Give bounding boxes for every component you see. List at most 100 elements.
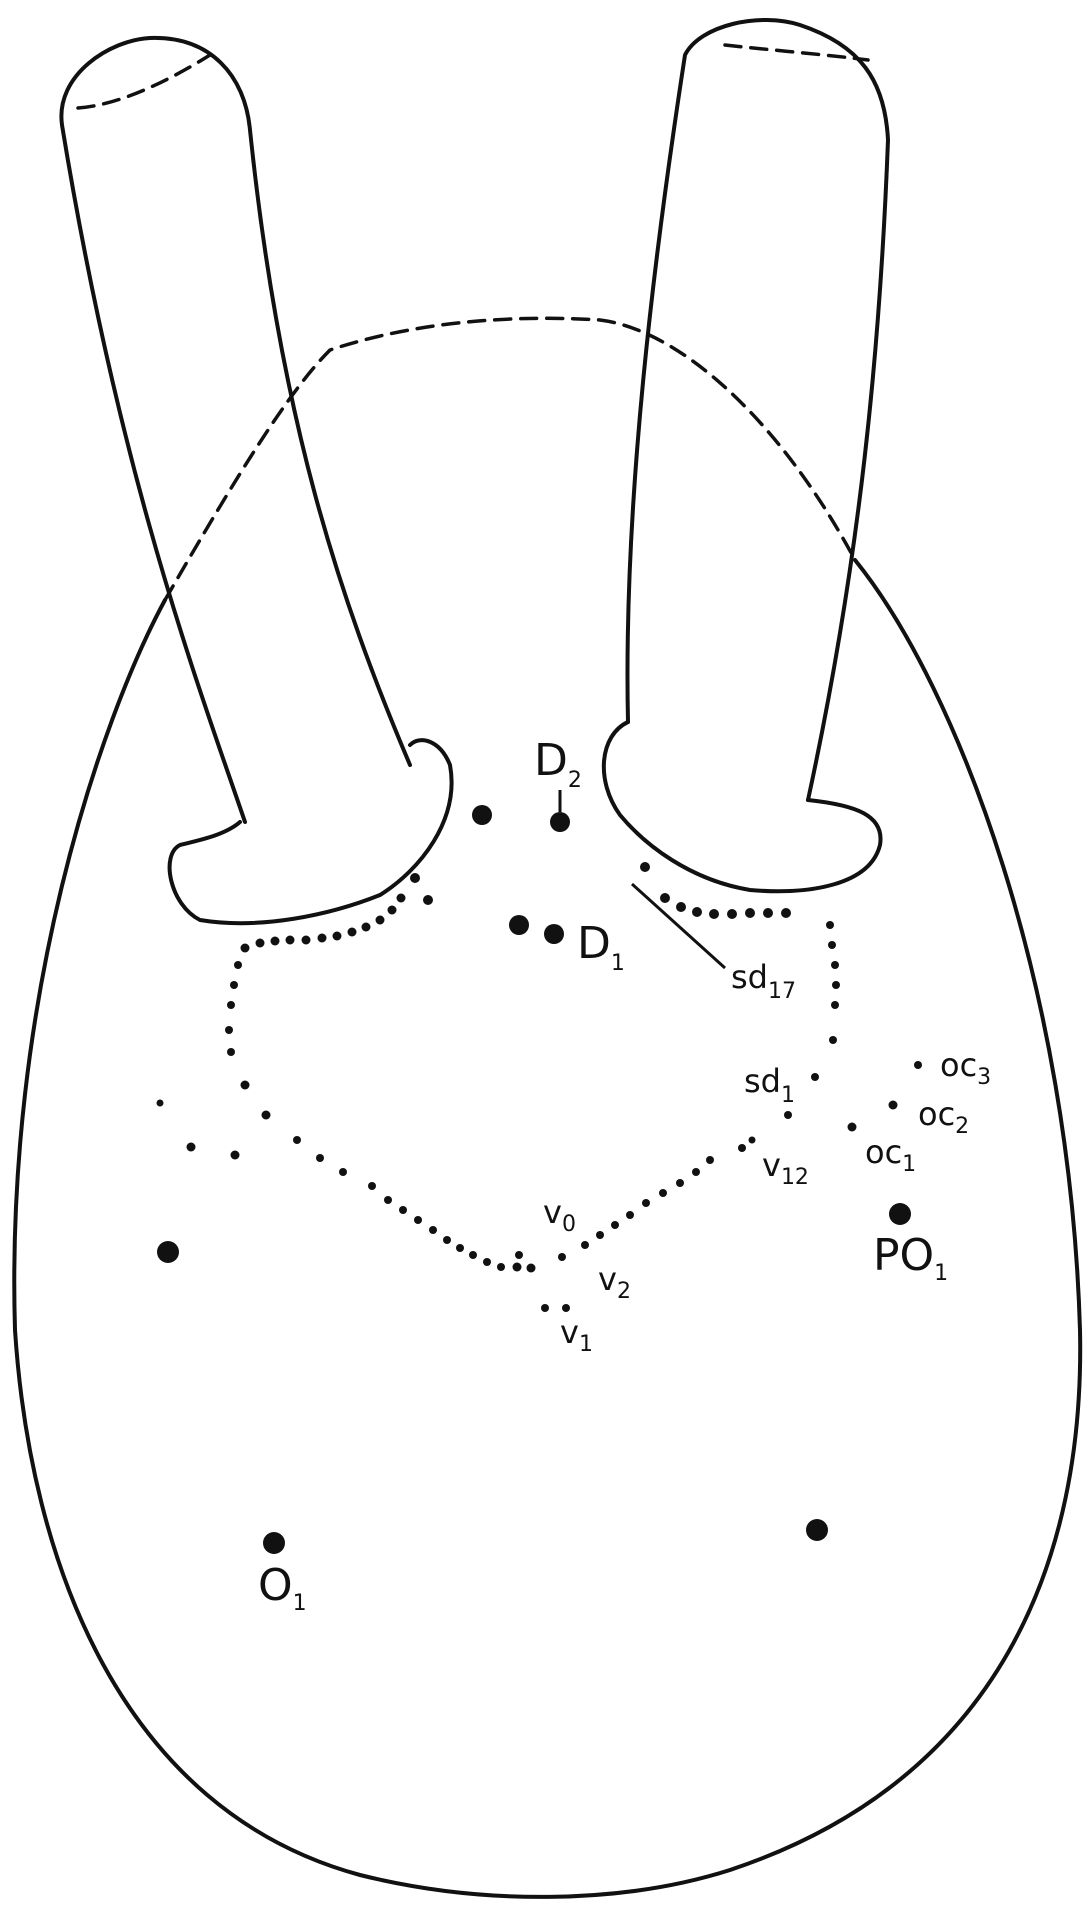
seta-small <box>423 895 433 905</box>
seta-small <box>483 1258 491 1266</box>
label-v12: v12 <box>762 1146 809 1190</box>
seta-small-v1 <box>562 1304 570 1312</box>
seta-dot-PO1 <box>889 1203 911 1225</box>
seta-small <box>659 1189 667 1197</box>
label-oc1: oc1 <box>865 1133 916 1177</box>
seta-small <box>414 1216 422 1224</box>
labels: D2 D1 sd17 sd1 oc3 oc2 oc1 v12 v0 v2 v1 … <box>258 735 991 1616</box>
seta-small <box>225 1026 233 1034</box>
seta-small <box>829 1036 837 1044</box>
seta-small <box>384 1196 392 1204</box>
seta-small <box>676 1179 684 1187</box>
seta-small <box>581 1241 589 1249</box>
seta-dot <box>806 1519 828 1541</box>
seta-small <box>727 909 737 919</box>
seta-small-sd17 <box>640 862 650 872</box>
label-oc3: oc3 <box>940 1046 991 1090</box>
seta-dot <box>472 805 492 825</box>
label-D2: D2 <box>534 735 582 793</box>
seta-small <box>362 923 371 932</box>
seta-small-oc1 <box>848 1123 857 1132</box>
seta-small <box>527 1264 536 1273</box>
seta-small <box>456 1244 464 1252</box>
seta-small <box>399 1206 407 1214</box>
seta-small <box>497 1263 505 1271</box>
seta-small <box>513 1263 522 1272</box>
seta-small <box>157 1100 164 1107</box>
seta-small-oc2 <box>889 1101 898 1110</box>
right-antenna <box>627 20 888 800</box>
seta-small <box>692 1168 700 1176</box>
seta-small <box>642 1199 650 1207</box>
seta-small <box>443 1236 451 1244</box>
seta-small-v1 <box>541 1304 549 1312</box>
leader-sd17 <box>632 884 725 968</box>
seta-small-v2 <box>558 1253 566 1261</box>
seta-dot-D1 <box>544 924 564 944</box>
seta-small <box>241 1081 250 1090</box>
seta-dot-D2 <box>550 812 570 832</box>
seta-small <box>388 906 397 915</box>
seta-small-v0 <box>515 1251 523 1259</box>
label-v2: v2 <box>598 1260 631 1304</box>
seta-dot <box>509 915 529 935</box>
seta-small <box>692 907 702 917</box>
seta-small <box>262 1111 271 1120</box>
seta-small <box>227 1001 235 1009</box>
seta-small <box>410 873 420 883</box>
seta-small <box>709 909 719 919</box>
seta-dot-O1 <box>263 1532 285 1554</box>
seta-small <box>660 893 670 903</box>
seta-small <box>286 936 295 945</box>
seta-small-oc3 <box>914 1061 922 1069</box>
seta-dot <box>157 1241 179 1263</box>
seta-small <box>227 1048 235 1056</box>
label-v1: v1 <box>560 1313 593 1357</box>
seta-small-v12 <box>738 1144 746 1152</box>
seta-small <box>831 961 839 969</box>
left-antenna-tip-hidden <box>78 55 210 108</box>
seta-small <box>230 981 238 989</box>
seta-small <box>469 1251 477 1259</box>
left-antenna <box>61 38 410 822</box>
seta-small <box>333 932 342 941</box>
label-sd17: sd17 <box>731 958 796 1004</box>
label-D1: D1 <box>577 918 625 976</box>
seta-small <box>339 1168 347 1176</box>
seta-small <box>397 894 406 903</box>
seta-small <box>348 928 357 937</box>
label-PO1: PO1 <box>873 1230 948 1286</box>
seta-small <box>316 1154 324 1162</box>
seta-small <box>302 936 311 945</box>
seta-small <box>293 1136 301 1144</box>
label-oc2: oc2 <box>918 1095 969 1139</box>
seta-small <box>376 916 385 925</box>
seta-small <box>828 941 836 949</box>
seta-small <box>784 1111 792 1119</box>
seta-small <box>256 939 265 948</box>
seta-small <box>763 908 773 918</box>
seta-small <box>676 902 686 912</box>
seta-small <box>596 1231 604 1239</box>
seta-small <box>241 944 250 953</box>
seta-small <box>831 1001 839 1009</box>
label-v0: v0 <box>543 1193 576 1237</box>
seta-small-sd1 <box>811 1073 819 1081</box>
label-O1: O1 <box>258 1560 307 1616</box>
seta-small <box>826 921 834 929</box>
small-setae <box>157 862 923 1312</box>
seta-small <box>626 1211 634 1219</box>
label-sd1: sd1 <box>744 1062 795 1108</box>
seta-small <box>745 908 755 918</box>
seta-small <box>187 1143 196 1152</box>
left-antennal-socket <box>170 740 452 923</box>
seta-small-v12 <box>749 1137 756 1144</box>
seta-small <box>706 1156 714 1164</box>
seta-small <box>318 934 327 943</box>
head-outline-hidden <box>165 318 855 600</box>
seta-small <box>781 908 791 918</box>
seta-small <box>368 1182 376 1190</box>
seta-small <box>231 1151 240 1160</box>
seta-small <box>234 961 242 969</box>
